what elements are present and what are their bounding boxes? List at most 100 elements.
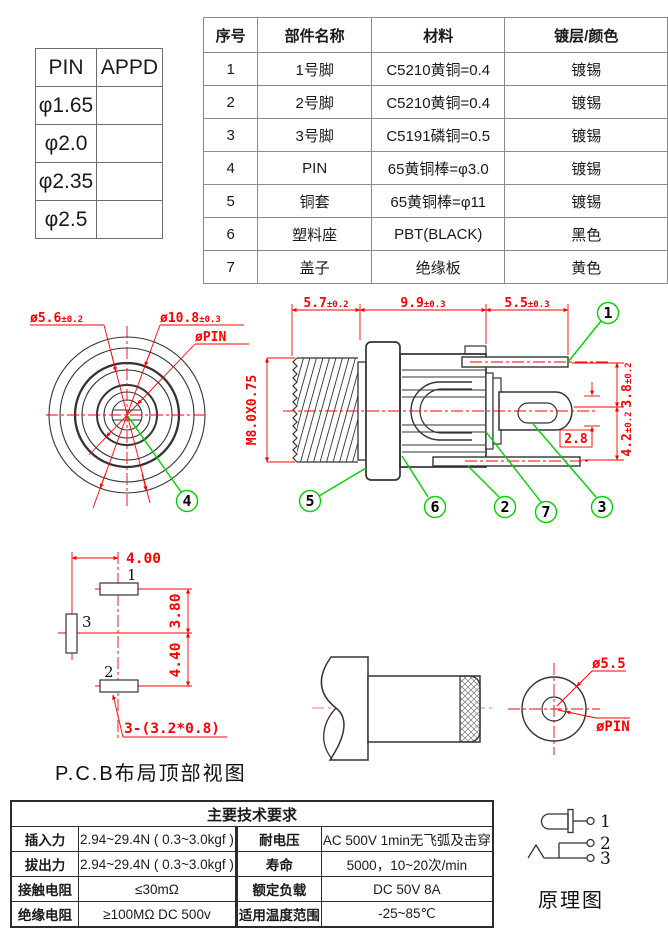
dimension-label: øPIN <box>596 719 630 735</box>
pcb-dimensions <box>58 552 227 740</box>
table-header-row: 主要技术要求 <box>10 800 494 827</box>
cell-plating: 黄色 <box>504 250 668 284</box>
pad-label: 1 <box>127 566 137 584</box>
svg-text:2: 2 <box>500 498 509 516</box>
appd-cell <box>96 162 163 201</box>
schematic-caption: 原理图 <box>538 890 604 912</box>
plug-front-dims <box>508 663 630 755</box>
table-row: φ2.35 <box>35 162 163 201</box>
pin-size-cell: φ2.35 <box>35 162 97 201</box>
callout-4: 4 <box>126 414 199 513</box>
pad-label: 3 <box>82 613 92 631</box>
dimension-label: 9.9±0.3 <box>400 296 445 311</box>
svg-text:1: 1 <box>603 304 612 322</box>
pad-label: 2 <box>104 663 114 681</box>
cell-part: 铜套 <box>257 184 373 218</box>
front-view-drawing: ø5.6±0.2 ø10.8±0.3 øPIN 4 <box>30 311 249 513</box>
tech-label: 接触电阻 <box>10 876 79 902</box>
pin-appd-table: PIN APPD φ1.65 φ2.0 φ2.35 φ2.5 <box>35 48 163 239</box>
dimension-label: ø5.6±0.2 <box>30 311 83 326</box>
col-header-material: 材料 <box>371 17 506 53</box>
cell-material: C5210黄铜=0.4 <box>371 85 506 119</box>
cell-part: 盖子 <box>257 250 373 284</box>
cell-index: 7 <box>202 250 259 284</box>
table-row: 绝缘电阻 ≥100MΩ DC 500v 适用温度范围 -25~85℃ <box>10 901 494 928</box>
dimension-label: 4.00 <box>126 551 161 567</box>
callout-7: 7 <box>485 431 558 524</box>
cell-index: 4 <box>202 151 259 185</box>
pad-2 <box>99 679 139 693</box>
tech-value: -25~85℃ <box>320 901 494 928</box>
pin-tip-dimension <box>559 382 600 448</box>
length-dimensions <box>291 304 569 356</box>
dimension-label: øPIN <box>195 330 226 345</box>
tech-value: ≥100MΩ DC 500v <box>78 901 237 928</box>
tech-requirements-table: 主要技术要求 插入力 2.94~29.4N ( 0.3~3.0kgf ) 耐电压… <box>10 800 494 928</box>
svg-text:5: 5 <box>305 492 314 510</box>
cell-plating: 镀锡 <box>504 118 668 152</box>
dimension-label: 2.8 <box>564 432 588 447</box>
cell-material: 65黄铜棒=φ11 <box>371 184 506 218</box>
thread-dimension <box>265 357 295 463</box>
dimension-label: ø10.8±0.3 <box>160 311 221 326</box>
dimension-label: 5.7±0.2 <box>303 296 348 311</box>
pin-table-header-appd: APPD <box>96 48 163 87</box>
side-view-drawing: 5.7±0.2 9.9±0.3 5.5±0.3 M8.0X0.75 3.8±0.… <box>245 296 635 524</box>
callout-2: 2 <box>467 465 517 519</box>
dimension-label: ø5.5 <box>592 656 626 672</box>
plug-body <box>320 656 481 761</box>
svg-text:7: 7 <box>541 503 550 521</box>
tech-value: 2.94~29.4N ( 0.3~3.0kgf ) <box>78 826 237 852</box>
dimension-label: 3.80 <box>168 594 184 629</box>
cell-index: 1 <box>202 52 259 86</box>
plug-front-drawing: ø5.5 øPIN <box>508 656 630 755</box>
cell-part: 1号脚 <box>257 52 373 86</box>
table-row: φ2.5 <box>35 200 163 239</box>
table-row: φ1.65 <box>35 86 163 125</box>
tech-label: 适用温度范围 <box>234 901 322 928</box>
cell-material: C5210黄铜=0.4 <box>371 52 506 86</box>
schematic-pin-label: 2 <box>600 834 611 854</box>
dimension-label: 4.2±0.2 <box>620 411 635 456</box>
appd-cell <box>96 200 163 239</box>
cell-index: 2 <box>202 85 259 119</box>
table-row: φ2.0 <box>35 124 163 163</box>
cell-index: 3 <box>202 118 259 152</box>
col-header-index: 序号 <box>202 17 259 53</box>
tech-label: 额定负载 <box>234 876 322 902</box>
pin-size-cell: φ1.65 <box>35 86 97 125</box>
pcb-layout-drawing: 4.00 3.80 4.40 3-(3.2*0.8) 1 3 2 <box>58 551 227 740</box>
plug-side-drawing <box>312 656 492 761</box>
dimension-label: M8.0X0.75 <box>245 375 260 445</box>
schematic-pin-label: 3 <box>600 849 611 869</box>
table-row: 插入力 2.94~29.4N ( 0.3~3.0kgf ) 耐电压 AC 500… <box>10 826 494 852</box>
appd-cell <box>96 86 163 125</box>
schematic-symbol <box>527 808 595 863</box>
front-view-leaders <box>30 324 249 509</box>
cell-index: 6 <box>202 217 259 251</box>
pad-1 <box>99 582 139 596</box>
cell-plating: 镀锡 <box>504 184 668 218</box>
svg-text:3: 3 <box>597 498 606 516</box>
col-header-plating: 镀层/颜色 <box>504 17 668 53</box>
appd-cell <box>96 124 163 163</box>
tech-label: 寿命 <box>234 851 322 877</box>
schematic-drawing: 1 2 3 <box>527 808 611 869</box>
cell-plating: 镀锡 <box>504 151 668 185</box>
tech-value: 2.94~29.4N ( 0.3~3.0kgf ) <box>78 851 237 877</box>
callout-3: 3 <box>532 423 614 519</box>
tech-value: ≤30mΩ <box>78 876 237 902</box>
tech-label: 拔出力 <box>10 851 79 877</box>
dimension-label: 3.8±0.2 <box>620 362 635 407</box>
cell-material: 65黄铜棒=φ3.0 <box>371 151 506 185</box>
callout-6: 6 <box>401 455 447 519</box>
tech-value: DC 50V 8A <box>320 876 494 902</box>
dimension-label: 5.5±0.3 <box>504 296 549 311</box>
